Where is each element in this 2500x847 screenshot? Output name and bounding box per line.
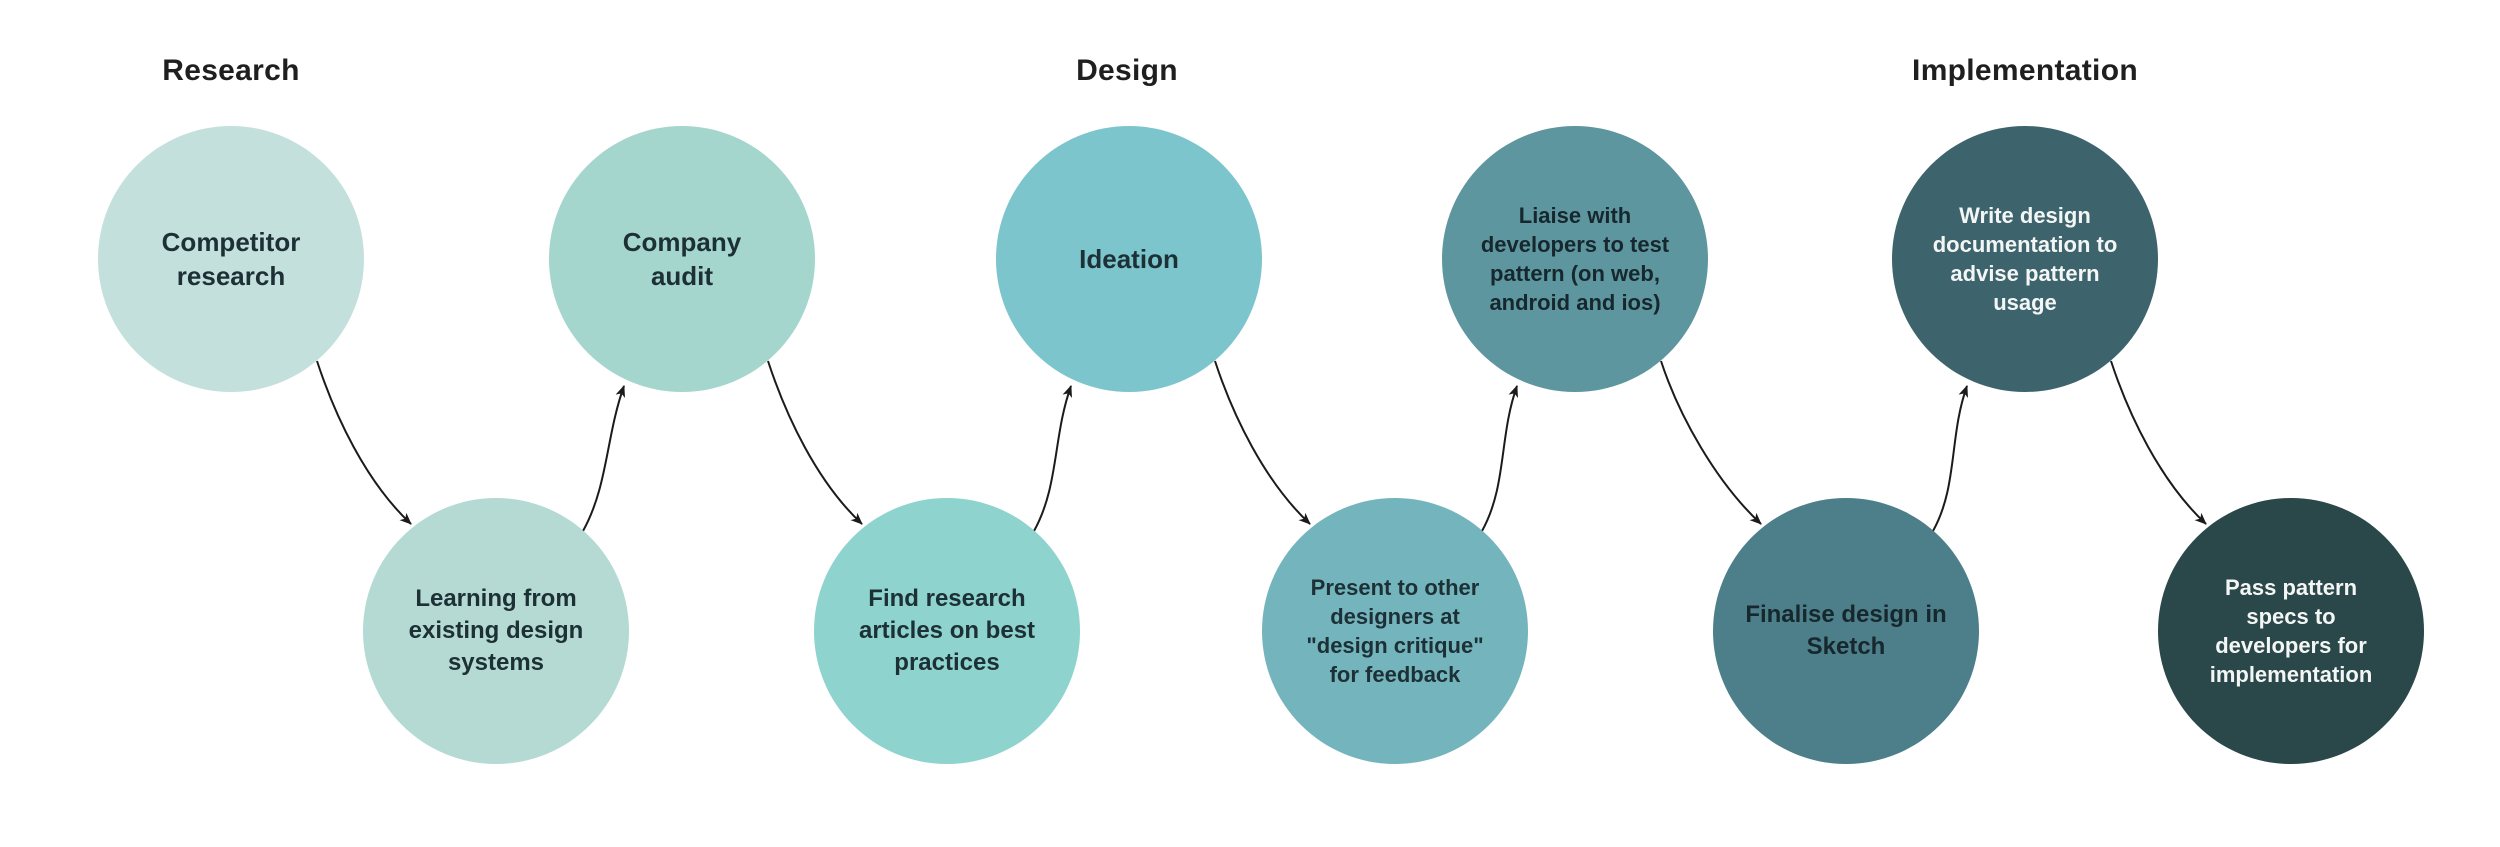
process-step-present-to-designers-at-design-critique: Present to other designers at "design cr… <box>1262 498 1528 764</box>
flow-arrow-find-research-articles-on-best-practices-to-ideation <box>1033 385 1072 532</box>
phase-title-implementation: Implementation <box>1912 54 2138 87</box>
flow-arrow-competitor-research-to-learning-from-existing-design-systems <box>316 360 412 525</box>
process-step-competitor-research: Competitor research <box>98 126 364 392</box>
process-step-label: Find research articles on best practices <box>858 585 1036 676</box>
flow-arrow-present-to-designers-at-design-critique-to-liaise-with-developers-to-test-pattern <box>1481 385 1518 532</box>
process-step-learning-from-existing-design-systems: Learning from existing design systems <box>363 498 629 764</box>
process-step-label: Learning from existing design systems <box>408 585 584 676</box>
process-step-finalise-design-in-sketch: Finalise design in Sketch <box>1713 498 1979 764</box>
process-step-write-design-documentation: Write design documentation to advise pat… <box>1892 126 2158 392</box>
phase-title-design: Design <box>1076 54 1178 87</box>
process-step-label: Pass pattern specs to developers for imp… <box>2209 574 2373 688</box>
flow-arrow-finalise-design-in-sketch-to-write-design-documentation <box>1932 385 1968 532</box>
process-step-company-audit: Company audit <box>549 126 815 392</box>
process-step-label: Write design documentation to advise pat… <box>1932 202 2118 316</box>
phase-title-research: Research <box>162 54 300 87</box>
flow-arrow-liaise-with-developers-to-test-pattern-to-finalise-design-in-sketch <box>1660 360 1762 525</box>
process-step-pass-pattern-specs-to-developers: Pass pattern specs to developers for imp… <box>2158 498 2424 764</box>
process-step-ideation: Ideation <box>996 126 1262 392</box>
flow-arrow-write-design-documentation-to-pass-pattern-specs-to-developers <box>2110 360 2207 525</box>
process-step-label: Company audit <box>622 226 742 291</box>
process-step-label: Competitor research <box>161 226 301 291</box>
process-step-find-research-articles-on-best-practices: Find research articles on best practices <box>814 498 1080 764</box>
flow-arrow-learning-from-existing-design-systems-to-company-audit <box>582 385 625 532</box>
flow-arrow-company-audit-to-find-research-articles-on-best-practices <box>767 360 863 525</box>
flow-arrow-ideation-to-present-to-designers-at-design-critique <box>1214 360 1311 525</box>
process-step-label: Liaise with developers to test pattern (… <box>1480 202 1670 316</box>
process-step-label: Finalise design in Sketch <box>1745 601 1947 660</box>
process-step-label: Present to other designers at "design cr… <box>1306 574 1484 688</box>
process-step-label: Ideation <box>1079 243 1179 274</box>
process-step-liaise-with-developers-to-test-pattern: Liaise with developers to test pattern (… <box>1442 126 1708 392</box>
